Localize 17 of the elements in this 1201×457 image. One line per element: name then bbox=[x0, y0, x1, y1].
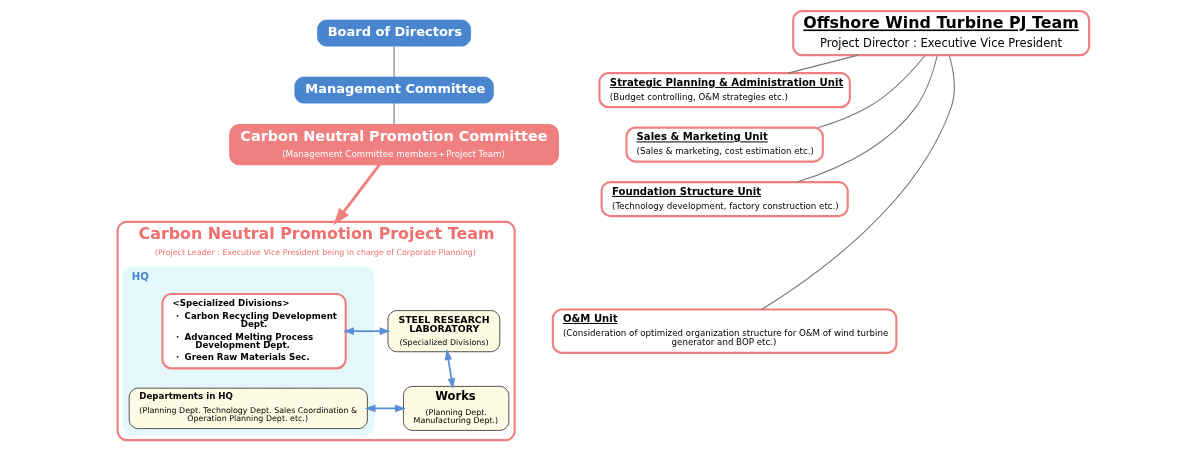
node-box: Foundation Structure Unit (Technology development, factory construction etc.) bbox=[600, 181, 849, 218]
connector bbox=[393, 45, 395, 78]
connector bbox=[761, 54, 955, 311]
arrow bbox=[343, 327, 391, 335]
node-box: Management Committee bbox=[294, 76, 494, 104]
node-box: Strategic Planning & Administration Unit (Budget controlling, O&M strategies etc.) bbox=[598, 72, 851, 109]
node-box: Board of Directors bbox=[317, 19, 472, 47]
connector bbox=[817, 54, 926, 129]
node-box: Offshore Wind Turbine PJ Team Project Director : Executive Vice President bbox=[792, 10, 1091, 57]
node-box: Carbon Neutral Promotion Committee (Management Committee members＋Project Team) bbox=[229, 124, 559, 166]
node-box: O&M Unit (Consideration of optimized organization structure for O&M of wind turbine generator and BOP etc.) bbox=[551, 308, 898, 354]
arrow bbox=[333, 163, 382, 226]
arrow bbox=[364, 404, 406, 413]
arrow bbox=[444, 349, 456, 389]
node-box: <Specialized Divisions> ・ Carbon Recycling Development Dept. ・ Advanced Melting Process Development Dept. ・ Green Raw Materials Sec. bbox=[161, 292, 347, 370]
node-box: Sales & Marketing Unit (Sales & marketing, cost estimation etc.) bbox=[625, 126, 824, 163]
connector bbox=[393, 102, 395, 126]
